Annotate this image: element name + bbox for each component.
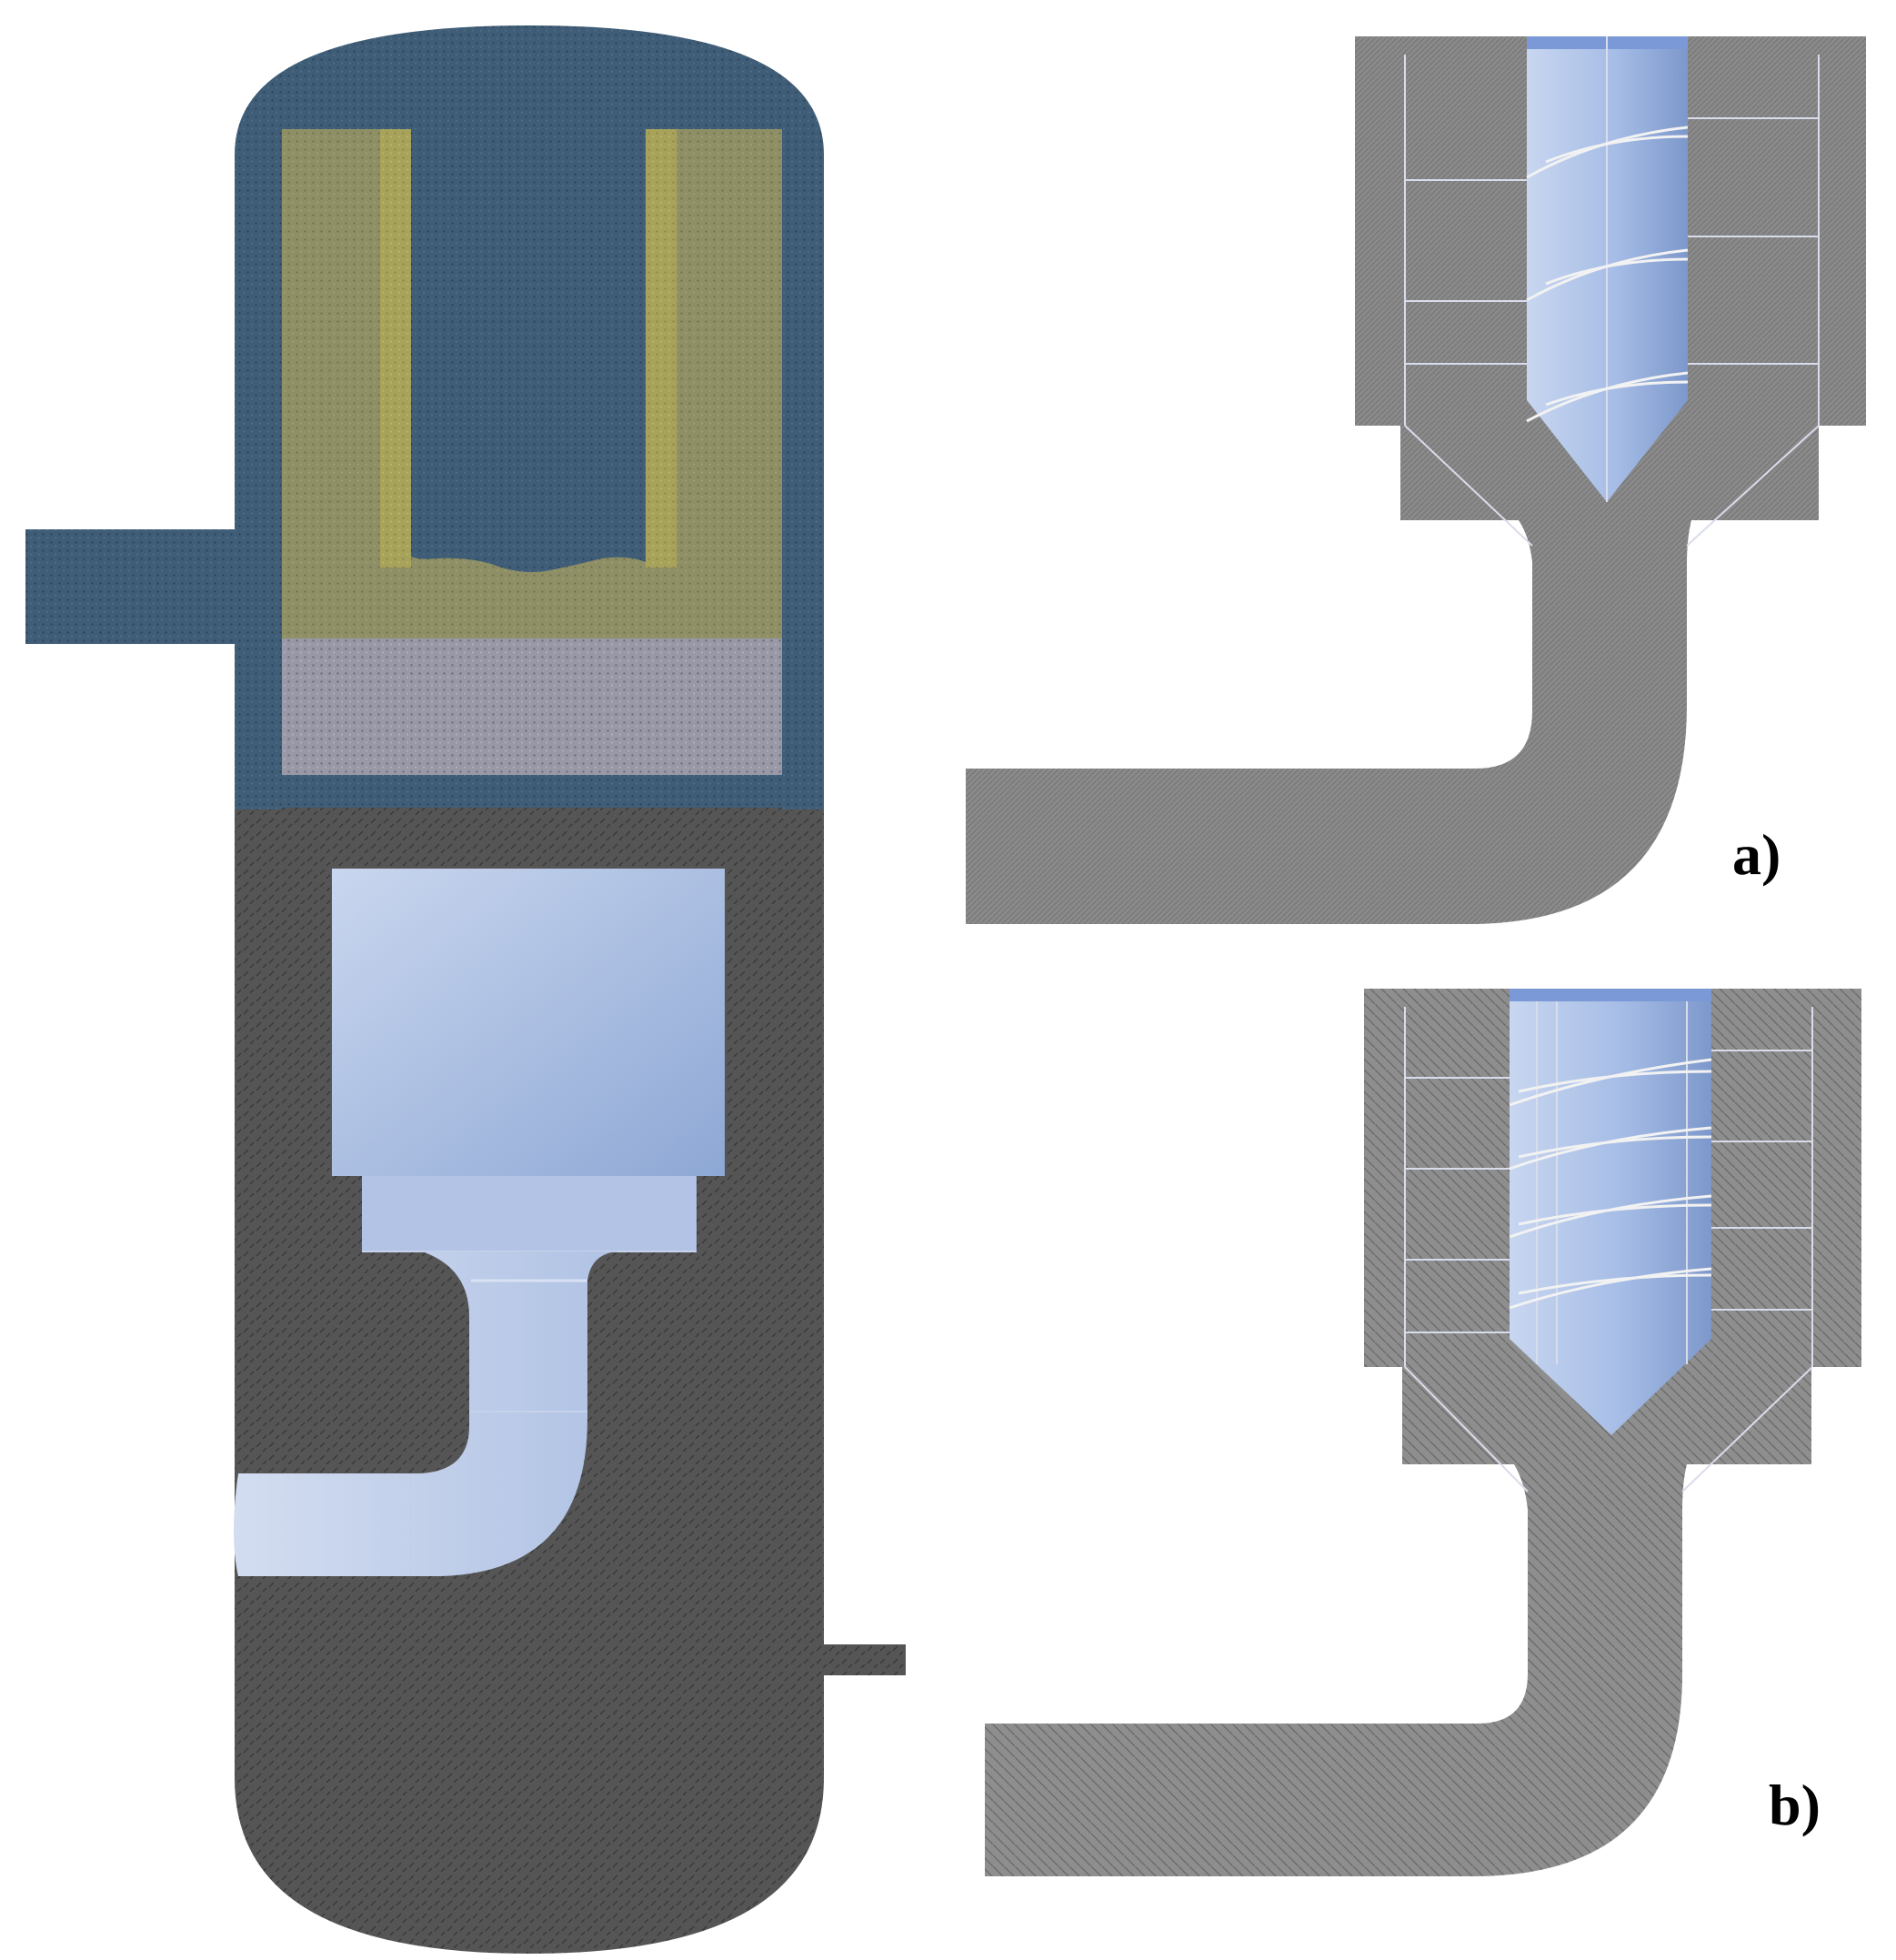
elbow-channel <box>234 1251 618 1576</box>
upper-cavity-block <box>332 869 725 1176</box>
nozzle-variant-a <box>966 36 1866 924</box>
mesh-filter-layer <box>282 638 782 775</box>
right-wall-extension <box>782 775 824 809</box>
nozzle-a-body <box>966 36 1866 924</box>
inlet-pipe <box>25 529 236 644</box>
outlet-nozzle <box>822 1644 906 1675</box>
nozzle-b-grid <box>1404 1001 1813 1493</box>
nozzle-b-helix <box>1509 1058 1712 1310</box>
nozzle-a-helix <box>1526 126 1689 423</box>
left-guide-band <box>380 129 411 568</box>
nozzle-variant-b <box>985 989 1861 1876</box>
panel-label-a: a) <box>1732 822 1781 887</box>
central-bore <box>411 129 646 572</box>
assembly-cross-section <box>25 25 906 1954</box>
nozzle-b-bore <box>1510 989 1711 1435</box>
panel-label-b: b) <box>1769 1773 1821 1837</box>
nozzle-a-grid <box>1404 36 1820 547</box>
right-guide-band <box>646 129 677 568</box>
left-wall-extension <box>235 775 282 809</box>
cavity-step <box>362 1176 697 1251</box>
nozzle-b-body <box>985 989 1861 1876</box>
